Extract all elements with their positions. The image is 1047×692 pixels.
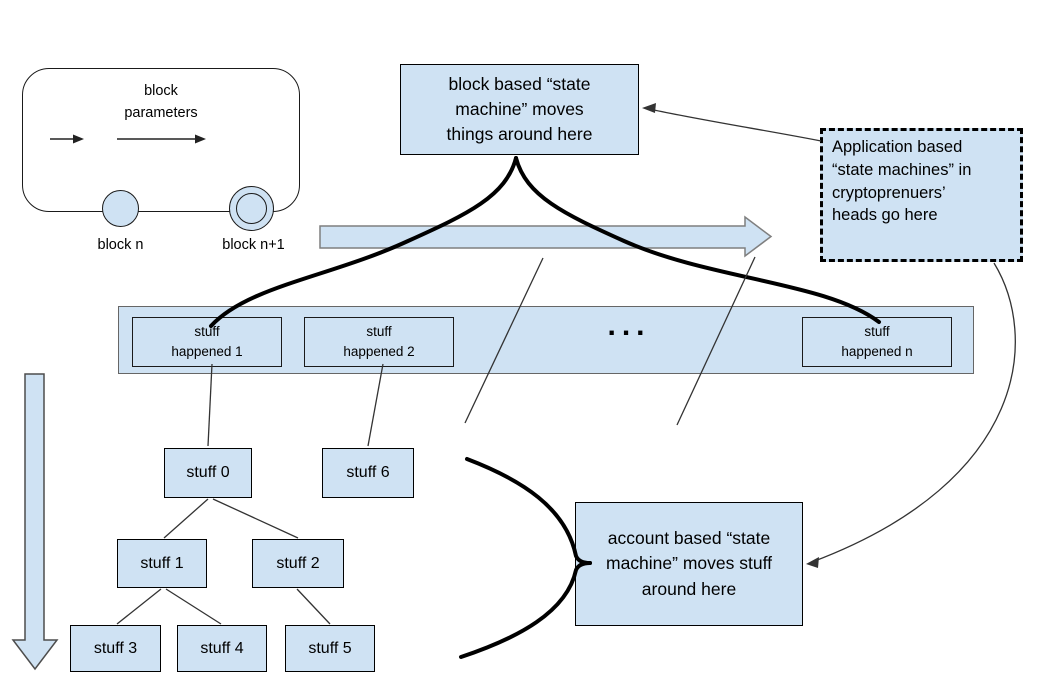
account-brace-bottom (459, 561, 592, 659)
arrowhead-application-to-block-box (642, 103, 656, 113)
tree-node-stuff-6: stuff 6 (322, 448, 414, 498)
tree-node-stuff-4: stuff 4 (177, 625, 267, 672)
tree-node-stuff-1: stuff 1 (117, 539, 207, 588)
block-n1-inner-circle (236, 193, 267, 224)
tree-node-stuff-3: stuff 3 (70, 625, 161, 672)
block-n1-label: block n+1 (222, 237, 285, 253)
state-growth-down-arrow (11, 373, 59, 671)
block-n1-state-circle (229, 186, 274, 231)
event-box-stuff-happened-n: stuff happened n (802, 317, 952, 367)
legend-box: block parameters block n block n+1 (22, 68, 300, 253)
account-state-machine-box: account based “state machine” moves stuf… (575, 502, 803, 626)
connector-event1-stuff0 (207, 363, 213, 447)
event-box-stuff-happened-2: stuff happened 2 (304, 317, 454, 367)
arrow-application-to-block-box (653, 109, 822, 142)
block-n-state-circle (102, 190, 139, 227)
event-bar-ellipsis: ... (607, 309, 651, 342)
account-brace-top (465, 457, 592, 565)
legend-title: block parameters (124, 83, 198, 121)
tree-node-stuff-5: stuff 5 (285, 625, 375, 672)
edge-stuff0-stuff2 (212, 498, 299, 539)
tree-node-stuff-2: stuff 2 (252, 539, 344, 588)
block-n-label: block n (97, 237, 144, 253)
tree-node-stuff-0: stuff 0 (164, 448, 252, 498)
arrowhead-application-to-account-box (806, 557, 819, 568)
edge-stuff0-stuff1 (163, 498, 209, 539)
event-box-stuff-happened-1: stuff happened 1 (132, 317, 282, 367)
edge-stuff1-stuff3 (116, 588, 162, 625)
edge-stuff2-stuff5 (296, 588, 331, 625)
edge-stuff1-stuff4 (165, 588, 222, 625)
timeline-right-arrow (319, 215, 773, 258)
block-state-machine-box: block based “state machine” moves things… (400, 64, 639, 155)
application-state-machine-box: Application based “state machines” in cr… (820, 128, 1023, 262)
event-bar: stuff happened 1 stuff happened 2 ... st… (118, 306, 974, 374)
connector-event2-stuff6 (367, 363, 384, 447)
